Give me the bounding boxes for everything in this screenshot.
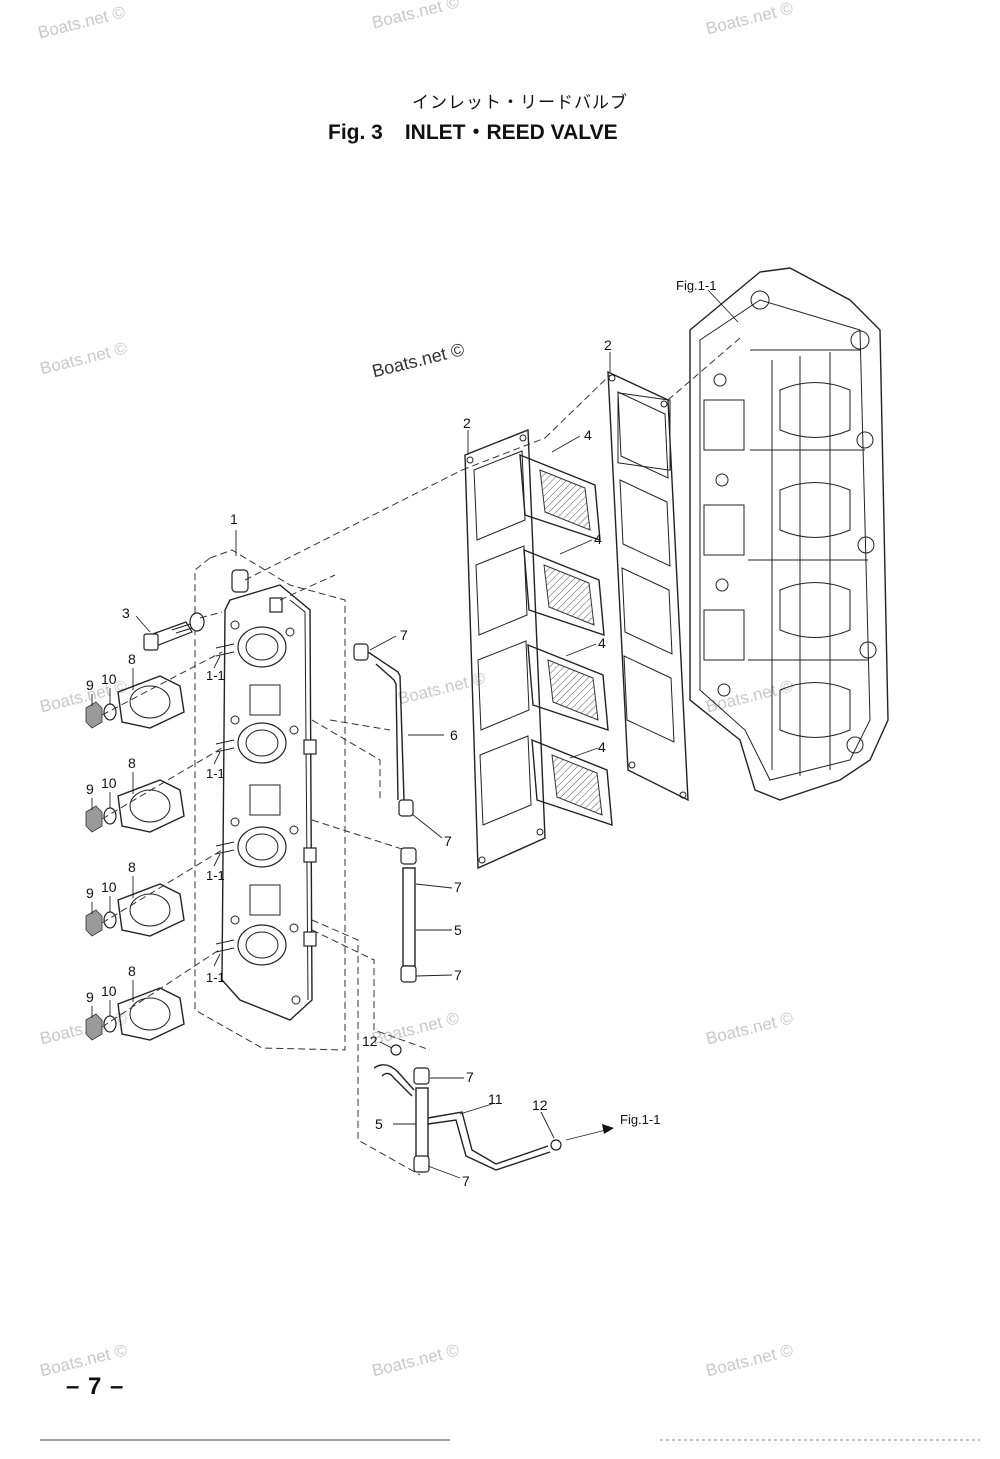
label-part-9: 9	[86, 989, 94, 1005]
label-part-10: 10	[101, 983, 117, 999]
page-number: – 7 –	[66, 1373, 125, 1400]
figure-number: Fig. 3	[328, 121, 383, 144]
label-part-4: 4	[584, 427, 592, 443]
hoses-and-clips	[353, 643, 614, 1173]
label-part-1-1: 1-1	[206, 766, 225, 781]
label-ref-fig: Fig.1-1	[620, 1112, 660, 1127]
label-part-5: 5	[375, 1116, 383, 1132]
label-part-12: 12	[362, 1033, 378, 1049]
label-part-7: 7	[462, 1173, 470, 1189]
crankcase-reference	[689, 267, 889, 801]
label-part-10: 10	[101, 775, 117, 791]
figure-name: INLET・REED VALVE	[404, 121, 618, 144]
label-part-2: 2	[463, 415, 471, 431]
leader-lines	[91, 289, 739, 1179]
label-part-9: 9	[86, 781, 94, 797]
label-part-9: 9	[86, 885, 94, 901]
label-part-4: 4	[598, 635, 606, 651]
label-part-6: 6	[450, 727, 458, 743]
label-part-7: 7	[454, 967, 462, 983]
part-labels: 1 3 2 2 4 4 4 4 Fig.1-1 7 6 7 7 5 7 12 7…	[86, 278, 716, 1189]
label-part-5: 5	[454, 922, 462, 938]
label-part-9: 9	[86, 677, 94, 693]
label-part-3: 3	[122, 605, 130, 621]
label-part-12: 12	[532, 1097, 548, 1113]
label-ref-fig: Fig.1-1	[676, 278, 716, 293]
figure-title: Fig. 3 INLET・REED VALVE	[328, 116, 618, 146]
title-japanese: インレット・リードバルブ	[412, 93, 628, 113]
washers-and-nuts	[85, 701, 117, 1041]
label-part-10: 10	[101, 671, 117, 687]
label-part-1-1: 1-1	[206, 970, 225, 985]
label-part-7: 7	[400, 627, 408, 643]
label-part-11: 11	[488, 1091, 503, 1107]
label-part-8: 8	[128, 755, 136, 771]
label-part-7: 7	[454, 879, 462, 895]
label-part-10: 10	[101, 879, 117, 895]
reed-gasket-front	[464, 428, 546, 870]
label-part-1-1: 1-1	[206, 668, 225, 683]
label-part-2: 2	[604, 337, 612, 353]
label-part-8: 8	[128, 859, 136, 875]
label-part-8: 8	[128, 963, 136, 979]
label-part-1-1: 1-1	[206, 868, 225, 883]
intake-manifold	[194, 549, 346, 1051]
label-part-4: 4	[598, 739, 606, 755]
label-part-7: 7	[466, 1069, 474, 1085]
label-part-8: 8	[128, 651, 136, 667]
reed-valves	[519, 453, 613, 827]
assembly-lines	[101, 337, 741, 1176]
reed-gasket-rear	[607, 370, 689, 802]
flange-gaskets	[117, 675, 185, 1041]
label-part-4: 4	[594, 531, 602, 547]
label-part-1: 1	[230, 511, 238, 527]
label-part-7: 7	[444, 833, 452, 849]
